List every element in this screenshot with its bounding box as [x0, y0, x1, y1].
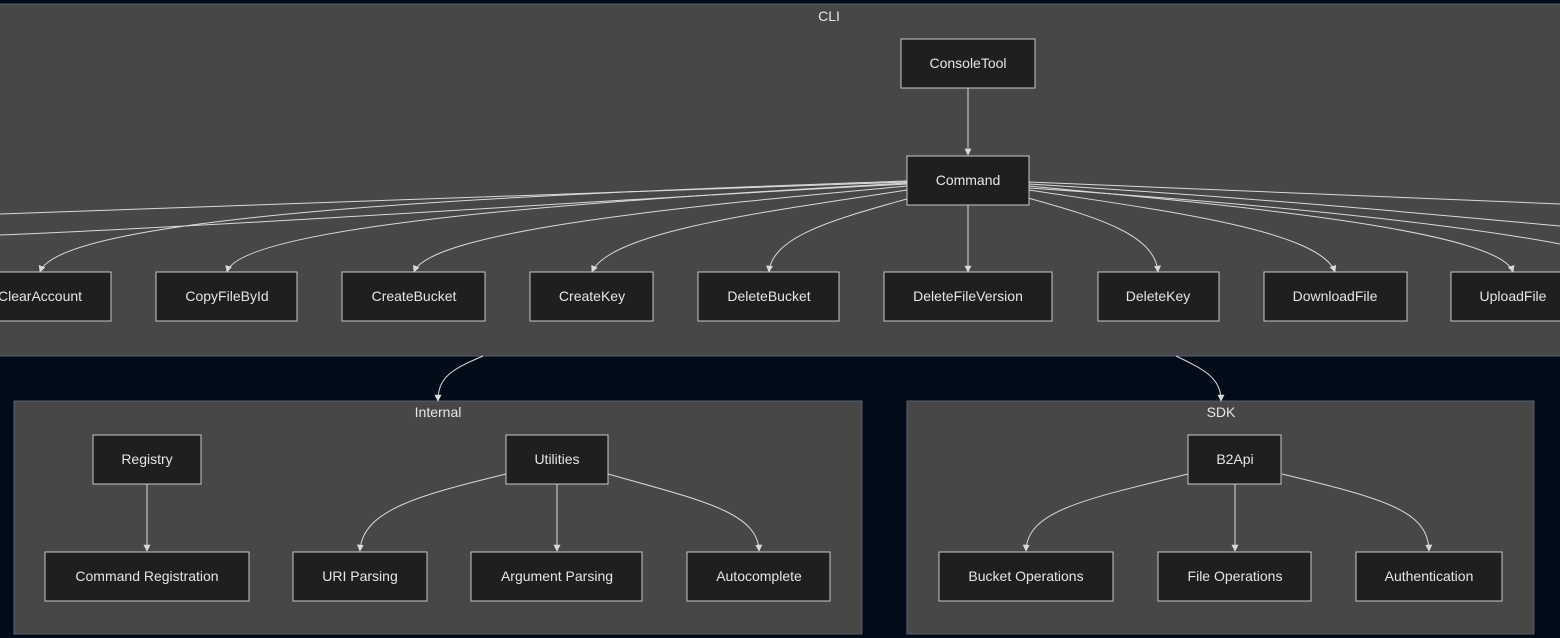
node-label-authentication: Authentication [1385, 568, 1474, 584]
node-label-command: Command [936, 172, 1001, 188]
node-deletebucket: DeleteBucket [697, 271, 840, 322]
node-command: Command [906, 155, 1030, 206]
edge-command-offscreen-right-2 [1028, 183, 1560, 227]
node-label-bucketoperations: Bucket Operations [968, 568, 1083, 584]
node-commandregistration: Command Registration [44, 551, 250, 602]
node-createbucket: CreateBucket [341, 271, 486, 322]
node-utilities: Utilities [505, 434, 609, 485]
node-label-createkey: CreateKey [559, 288, 625, 304]
node-label-utilities: Utilities [534, 451, 579, 467]
node-label-uploadfile: UploadFile [1480, 288, 1547, 304]
edge-command-offscreen-right-3 [1028, 187, 1560, 245]
node-label-autocomplete: Autocomplete [716, 568, 802, 584]
edge-command-clearaccount [38, 180, 908, 273]
cluster-label-cli: CLI [818, 8, 840, 24]
node-label-deletekey: DeleteKey [1126, 288, 1191, 304]
node-label-commandregistration: Command Registration [75, 568, 218, 584]
node-clearaccount: ClearAccount [0, 271, 112, 322]
node-label-argumentparsing: Argument Parsing [501, 568, 613, 584]
edge-command-createbucket [413, 185, 908, 273]
node-deletekey: DeleteKey [1097, 271, 1220, 322]
cluster-label-internal: Internal [415, 404, 462, 420]
edge-b2api-authentication [1281, 473, 1433, 552]
node-label-fileoperations: File Operations [1188, 568, 1283, 584]
node-label-clearaccount: ClearAccount [0, 288, 82, 304]
node-label-deletefileversion: DeleteFileVersion [913, 288, 1023, 304]
node-downloadfile: DownloadFile [1263, 271, 1408, 322]
node-consoletool: ConsoleTool [900, 38, 1036, 89]
node-autocomplete: Autocomplete [686, 551, 831, 602]
node-label-consoletool: ConsoleTool [929, 55, 1006, 71]
node-label-registry: Registry [121, 451, 172, 467]
node-label-downloadfile: DownloadFile [1293, 288, 1378, 304]
nodes: ConsoleTool Command ClearAccount CopyFil… [0, 38, 1560, 602]
edge-cli-internal [434, 355, 484, 402]
edge-command-createkey [591, 189, 908, 273]
edge-command-copyfilebyid [225, 182, 908, 273]
cluster-label-sdk: SDK [1207, 404, 1236, 420]
node-argumentparsing: Argument Parsing [470, 551, 643, 602]
node-deletefileversion: DeleteFileVersion [883, 271, 1053, 322]
node-copyfilebyid: CopyFileById [155, 271, 298, 322]
edge-command-offscreen-left-2 [0, 183, 908, 236]
node-label-b2api: B2Api [1216, 451, 1253, 467]
edge-b2api-bucketoperations [1022, 473, 1189, 552]
node-registry: Registry [92, 434, 202, 485]
node-bucketoperations: Bucket Operations [938, 551, 1114, 602]
edge-utilities-autocomplete [607, 473, 763, 552]
edge-utilities-uriparsing [356, 473, 507, 552]
edges [0, 88, 1560, 552]
node-label-uriparsing: URI Parsing [322, 568, 397, 584]
node-b2api: B2Api [1187, 434, 1282, 485]
edge-command-deletekey [1027, 197, 1161, 273]
node-fileoperations: File Operations [1157, 551, 1312, 602]
node-uploadfile: UploadFile [1450, 271, 1560, 322]
node-label-copyfilebyid: CopyFileById [185, 288, 268, 304]
edge-cli-sdk [1175, 355, 1225, 402]
node-uriparsing: URI Parsing [292, 551, 428, 602]
node-createkey: CreateKey [529, 271, 654, 322]
node-authentication: Authentication [1355, 551, 1503, 602]
edge-command-downloadfile [1028, 189, 1337, 273]
node-label-deletebucket: DeleteBucket [727, 288, 810, 304]
node-label-createbucket: CreateBucket [372, 288, 457, 304]
edge-command-deletebucket [766, 197, 911, 273]
